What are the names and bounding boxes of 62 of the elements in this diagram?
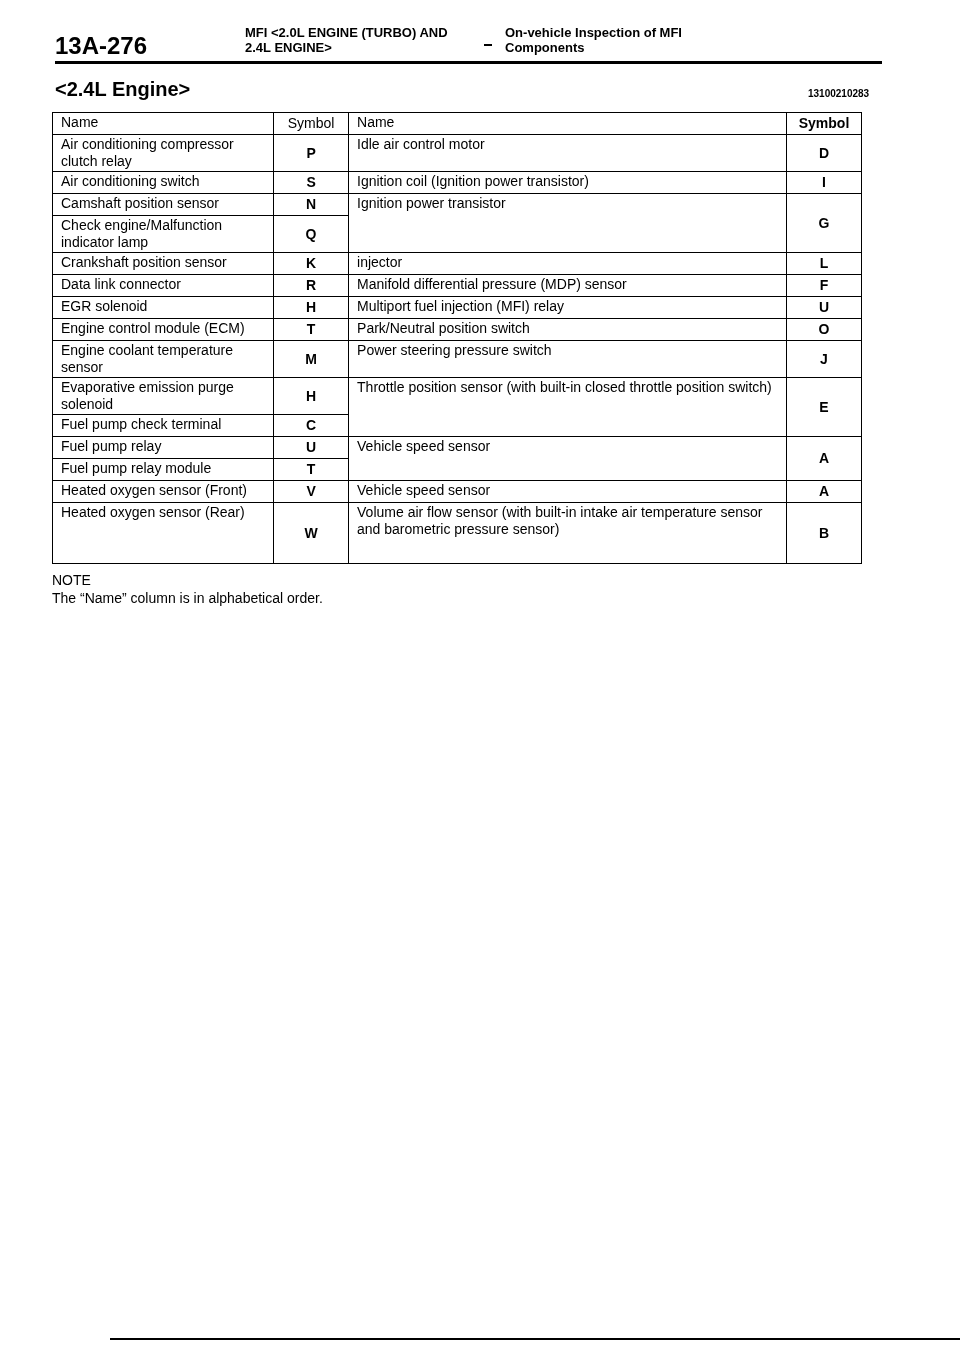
column-header: Name bbox=[52, 112, 274, 135]
name-cell: Fuel pump check terminal bbox=[52, 414, 274, 437]
name-cell: Heated oxygen sensor (Rear) bbox=[52, 502, 274, 564]
note-text: The “Name” column is in alphabetical order. bbox=[52, 590, 323, 606]
symbol-cell: B bbox=[786, 502, 862, 564]
name-cell: Vehicle speed sensor bbox=[348, 436, 787, 481]
name-cell: Air conditioning switch bbox=[52, 171, 274, 194]
name-cell: EGR solenoid bbox=[52, 296, 274, 319]
symbol-cell: V bbox=[273, 480, 349, 503]
name-cell: Data link connector bbox=[52, 274, 274, 297]
name-cell: Fuel pump relay bbox=[52, 436, 274, 459]
symbol-cell: W bbox=[273, 502, 349, 564]
name-cell: Crankshaft position sensor bbox=[52, 252, 274, 275]
symbol-cell: E bbox=[786, 377, 862, 437]
symbol-cell: F bbox=[786, 274, 862, 297]
name-cell: Engine coolant temperature sensor bbox=[52, 340, 274, 378]
symbol-cell: U bbox=[273, 436, 349, 459]
symbol-cell: M bbox=[273, 340, 349, 378]
name-cell: injector bbox=[348, 252, 787, 275]
symbol-cell: N bbox=[273, 193, 349, 216]
name-cell: Ignition coil (Ignition power transistor) bbox=[348, 171, 787, 194]
symbol-cell: K bbox=[273, 252, 349, 275]
name-cell: Power steering pressure switch bbox=[348, 340, 787, 378]
name-cell: Engine control module (ECM) bbox=[52, 318, 274, 341]
column-header: Symbol bbox=[786, 112, 862, 135]
figure-code: 13100210283 bbox=[808, 88, 870, 99]
name-cell: Volume air flow sensor (with built-in intake air temperature sensor and barometric pressure sensor) bbox=[348, 502, 787, 564]
symbol-cell: P bbox=[273, 134, 349, 172]
name-cell: Manifold differential pressure (MDP) sensor bbox=[348, 274, 787, 297]
symbol-cell: A bbox=[786, 480, 862, 503]
name-cell: Air conditioning compressor clutch relay bbox=[52, 134, 274, 172]
symbol-cell: R bbox=[273, 274, 349, 297]
column-header: Name bbox=[348, 112, 787, 135]
name-cell: Ignition power transistor bbox=[348, 193, 787, 253]
symbol-cell: S bbox=[273, 171, 349, 194]
name-cell: Idle air control motor bbox=[348, 134, 787, 172]
name-cell: Park/Neutral position switch bbox=[348, 318, 787, 341]
column-header: Symbol bbox=[273, 112, 349, 135]
symbol-cell: D bbox=[786, 134, 862, 172]
section-title: On-vehicle Inspection of MFI Components bbox=[505, 25, 683, 55]
name-cell: Throttle position sensor (with built-in closed throttle position switch) bbox=[348, 377, 787, 437]
symbol-cell: G bbox=[786, 193, 862, 253]
section-title: MFI <2.0L ENGINE (TURBO) AND 2.4L ENGINE> bbox=[245, 25, 449, 55]
symbol-cell: H bbox=[273, 377, 349, 415]
section-heading: <2.4L Engine> bbox=[55, 78, 191, 101]
symbol-cell: I bbox=[786, 171, 862, 194]
name-cell: Fuel pump relay module bbox=[52, 458, 274, 481]
name-cell: Multiport fuel injection (MFI) relay bbox=[348, 296, 787, 319]
note-heading: NOTE bbox=[52, 572, 91, 588]
name-cell: Camshaft position sensor bbox=[52, 193, 274, 216]
name-cell: Evaporative emission purge solenoid bbox=[52, 377, 274, 415]
symbol-cell: A bbox=[786, 436, 862, 481]
symbol-cell: T bbox=[273, 318, 349, 341]
symbol-cell: O bbox=[786, 318, 862, 341]
symbol-cell: J bbox=[786, 340, 862, 378]
symbol-cell: U bbox=[786, 296, 862, 319]
name-cell: Check engine/Malfunction indicator lamp bbox=[52, 215, 274, 253]
name-cell: Heated oxygen sensor (Front) bbox=[52, 480, 274, 503]
page-number: 13A-276 bbox=[55, 32, 148, 60]
symbol-cell: H bbox=[273, 296, 349, 319]
symbol-cell: L bbox=[786, 252, 862, 275]
name-cell: Vehicle speed sensor bbox=[348, 480, 787, 503]
